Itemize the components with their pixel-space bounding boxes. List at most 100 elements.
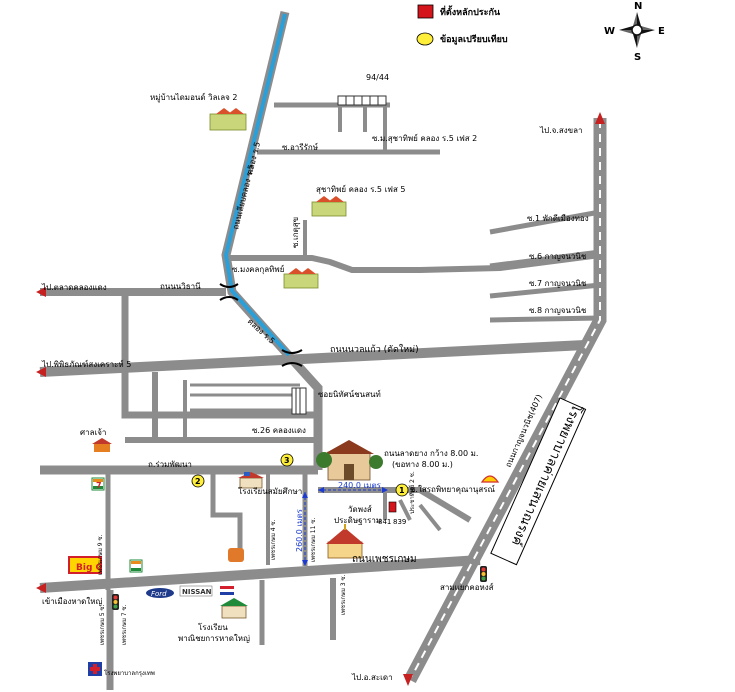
intersection-label: สามแยกคอหงส์ [440,582,494,592]
shrine-label: ศาลเจ้า [80,428,106,437]
nawitthani-label: ถนนนวิธานี [160,282,201,291]
soi-26-label: ซ.26 คลองแดง [252,426,306,435]
seven-eleven-logo-icon: 7 [91,477,105,491]
house-row-94-44 [337,95,387,106]
soi-suchart-label: ซ.ม.สุชาทิพย์ คลอง ร.5 เฟส 2 [372,133,477,143]
compass-rose: N S E W [604,1,665,63]
village-icon [311,196,347,217]
soi-k6-label: ซ.6 กาญจนวนิช [529,252,587,261]
to-khlong-hae-label: ไป.ตลาดคลองแดง [41,283,107,292]
nawalkaew-label: ถนนนวลแก้ว (ตัดใหม่) [330,344,419,355]
big-c-label: Big C [76,563,103,573]
hospital-label-box: โรงพยาบาลค่ายเสนาณรงค์ [490,397,587,566]
legend-collateral: ที่ตั้งหลักประกัน [440,5,501,18]
soi-petch4-label: เพชรเกษม 4 ซ. [270,519,277,560]
ford-label: Ford [151,590,167,598]
legend: ที่ตั้งหลักประกัน ข้อมูลเปรียบเทียบ [416,4,508,46]
village-top-label: หมู่บ้านไดมอนด์ วิลเลจ 2 [150,92,237,103]
compass-w: W [604,26,615,37]
factory-rows [291,387,307,415]
horizontal-distance-label: 240.0 เมตร [338,481,382,490]
bangkok-hospital-label: โรงพยาบาลกรุงเทพ [104,669,155,677]
compass-s: S [634,52,641,63]
school1-label: โรงเรียนสมัยศึกษา [238,486,302,496]
to-sadao-label: ไป.อ.สะเดา [351,673,393,682]
shell-logo-icon [480,475,500,483]
bridge-icon [219,283,239,288]
arrow-west-icon [36,287,46,297]
temple-label-b: ประดิษฐาราม [334,516,381,525]
vertical-distance-label: 260.0 เมตร [295,508,304,552]
soi-petch5-label: เพชรเกษม 5 ซ. [99,604,106,645]
canal-line [223,13,291,357]
village-icon [283,268,319,289]
seven-eleven-logo-icon [129,559,143,573]
soi-warisa-label: ซ.อารีรักษ์ [282,142,318,152]
comparable-marker-icon [416,32,434,46]
lot-839-label: 839 [393,518,406,526]
road-end-arrows [36,112,605,686]
soi-petch3-label: เพชรเกษม 3 ซ. [340,574,347,615]
road-width-label: ถนนลาดยาง กว้าง 8.00 ม. [384,449,478,458]
house-94-label: 94/44 [366,73,389,82]
to-museum-label: ไป.พิพิธภัณฑ์สงเคราะห์ 5 [41,359,131,369]
soi-petch2-label: ประชาทิพย์ 2 ซ. [408,471,416,514]
soi-petch7-label: เพชรเกษม 7 ซ. [121,604,128,645]
soi-k7-label: ซ.7 กาญจนวนิช [529,279,587,288]
compass-e: E [658,26,665,37]
to-songkhla-label: ไป.จ.สงขลา [539,126,583,135]
nissan-label: NISSAN [182,588,212,596]
soi-k8-label: ซ.8 กาญจนวนิช [529,306,587,315]
village-icon [209,108,247,131]
bridge-icon [281,349,303,354]
shrine-icon [92,438,112,452]
suchart-village-label: สุชาทิพย์ คลอง ร.5 เฟส 5 [316,184,405,194]
lot-841-label: 841 [378,518,391,526]
soi-phakdee-label: ซ.1 พักดีเมืองทอง [527,214,589,223]
road-width2-label: (ขอทาง 8.00 ม.) [392,460,453,469]
arrow-north-icon [595,112,605,124]
temple-label-a: วัดพงส์ [348,504,372,514]
building-icon [228,548,244,562]
measurement-vertical: 260.0 เมตร [295,492,308,566]
bangkok-hospital-logo-icon [88,662,102,676]
school2-label-b: พาณิชยการหาดใหญ่ [178,634,250,643]
comparable-marker-2[interactable]: 2 [191,474,205,488]
comparable-marker-1[interactable]: 1 [395,483,409,497]
school-icon [238,472,264,489]
collateral-location-marker[interactable] [388,501,397,513]
soi-mill-label: ซอยนิทัศน์ชนสนท์ [318,389,381,399]
collateral-marker-icon [417,4,434,19]
temple-icon [326,524,364,559]
petchkasem-label: ถนนเพชรเกษม [352,554,417,565]
flag-icon [220,586,234,595]
arrow-west-icon [36,583,46,593]
traffic-light-icon [480,566,487,582]
house-illustration [316,440,383,481]
traffic-light-icon [112,594,119,610]
comparable-2-label: 2 [195,477,201,486]
to-city-label: เข้าเมืองหาดใหญ่ [42,597,103,606]
comparable-marker-3[interactable]: 3 [280,453,294,467]
seven-label: 7 [96,481,102,490]
big-c-logo-icon: Big C [68,556,103,574]
comparable-1-label: 1 [399,486,405,495]
bridges [219,283,303,367]
school2-label-a: โรงเรียน [198,622,228,632]
comparable-3-label: 3 [284,456,290,465]
soi-petch11-label: เพชรเกษม 11 ซ. [310,518,317,562]
arrow-west-icon [36,367,46,377]
soi-petch9-label: เพชรเกษม 9 ซ. [97,534,104,575]
compass-n: N [634,1,642,12]
measurement-horizontal: 240.0 เมตร [318,481,388,493]
arrow-south-icon [403,674,413,686]
soi-vertical-label: ซ.เกตุสุข [291,217,300,248]
legend-comparable: ข้อมูลเปรียบเทียบ [440,34,508,45]
school-icon [220,598,248,619]
soi-mongkol-label: ซ.มงคลกุลทิพย์ [232,264,284,274]
nissan-logo-icon: NISSAN [179,585,213,597]
ford-logo-icon: Ford [146,588,174,598]
road-network [39,10,607,690]
ruamphatthana-label: ถ.ร่วมพัฒนา [148,460,192,469]
